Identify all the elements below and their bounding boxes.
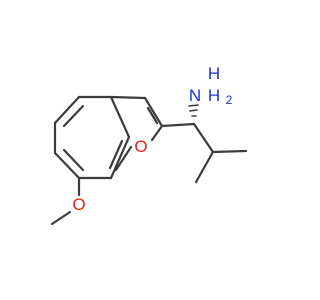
bond-c3-c2 (143, 96, 164, 128)
bond-cb-me1 (211, 149, 248, 154)
benzene-ring (53, 95, 131, 180)
amine-label: N H H 2 (189, 64, 233, 107)
amine-h-count: 2 (226, 93, 233, 107)
amine-n-label: N (189, 86, 201, 105)
bond-c3a-c3 (109, 95, 147, 100)
furan-oxygen-label: O (134, 137, 147, 156)
bond-cb-me2 (194, 150, 215, 184)
amine-h-label-upper: H (208, 64, 220, 83)
bond-ca-cb (192, 122, 215, 154)
amine-h-label: H (208, 86, 220, 105)
wedge-hash-2 (189, 109, 198, 112)
wedge-hash-3 (188, 104, 199, 107)
double-bond-c6-c7 (62, 148, 85, 172)
double-bond-c7a-c3a (108, 139, 124, 170)
methoxy-oxygen-label: O (72, 195, 85, 214)
double-bond-c4-c5 (62, 104, 85, 128)
double-bond-c3-c2 (146, 106, 159, 125)
bond-c2-o1 (150, 124, 164, 142)
bond-c6-c7 (53, 151, 81, 180)
methoxy-group (50, 176, 81, 226)
bond-c4-c5 (53, 95, 81, 125)
side-chain (160, 104, 248, 184)
bond-c7a-c3a (109, 135, 131, 180)
molecule-structure: N H H 2 O O (50, 64, 248, 226)
bond-c2-ca (160, 122, 196, 128)
hashed-wedge-bond (188, 104, 199, 117)
bond-o1-c7a (114, 145, 133, 172)
bond-o-ch3 (50, 210, 72, 226)
furan-ring (109, 95, 164, 172)
bond-c3a-ring (109, 95, 131, 139)
